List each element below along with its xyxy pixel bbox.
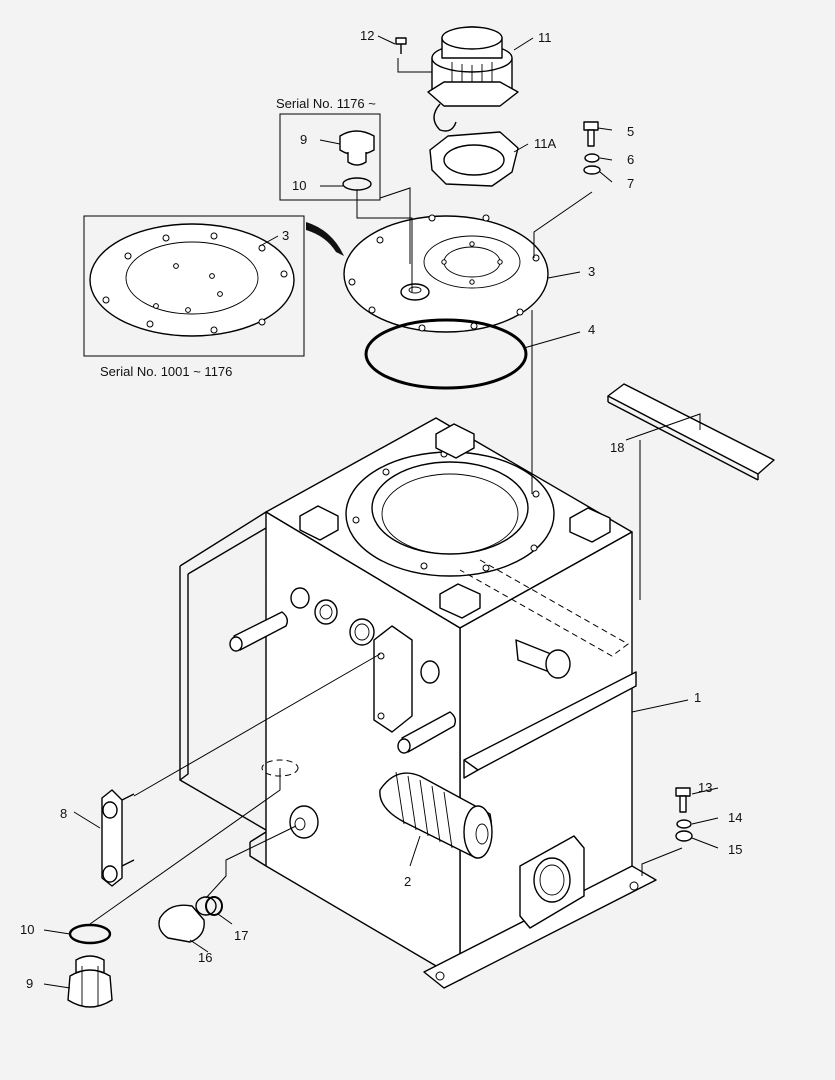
pointer-arrow-icon (306, 222, 344, 256)
sight-gauge-part-8 (101, 789, 135, 887)
breather-cap-part-11 (427, 26, 519, 132)
callout-4: 4 (588, 322, 595, 337)
gasket-part-11a (429, 131, 519, 187)
callout-12: 12 (360, 28, 374, 43)
inset-serial-1001-1176 (83, 215, 305, 357)
callout-8: 8 (60, 806, 67, 821)
callout-11a: 11A (534, 136, 556, 151)
o-ring-part-10-inset (342, 177, 372, 191)
callout-13: 13 (698, 780, 712, 795)
bolt-washer-set-13-14-15 (675, 787, 693, 842)
plug-part-9 (67, 955, 113, 1008)
bolt-washer-set-5-6-7 (583, 121, 601, 175)
o-ring-part-4 (364, 318, 528, 390)
inset-serial-1176 (279, 113, 381, 201)
bolt-part-12 (395, 37, 407, 54)
callout-10-inset: 10 (292, 178, 306, 193)
o-ring-part-17 (205, 896, 223, 916)
callout-3: 3 (588, 264, 595, 279)
callout-6: 6 (627, 152, 634, 167)
callout-17: 17 (234, 928, 248, 943)
plug-part-16 (158, 896, 217, 943)
callout-7: 7 (627, 176, 634, 191)
serial-caption-top: Serial No. 1176 ~ (276, 96, 376, 111)
cover-plate-part-3 (343, 214, 549, 333)
filter-part-2 (379, 771, 493, 859)
plug-part-9-inset (339, 130, 375, 166)
callout-2: 2 (404, 874, 411, 889)
callout-18: 18 (610, 440, 624, 455)
callout-16: 16 (198, 950, 212, 965)
callout-3-inset: 3 (282, 228, 289, 243)
callout-14: 14 (728, 810, 742, 825)
callout-9-inset: 9 (300, 132, 307, 147)
callout-5: 5 (627, 124, 634, 139)
serial-caption-bottom: Serial No. 1001 ~ 1176 (100, 364, 232, 379)
leader-lines (43, 35, 719, 989)
callout-9: 9 (26, 976, 33, 991)
tank-body-part-1 (179, 417, 657, 989)
bar-part-18 (607, 383, 775, 481)
callout-15: 15 (728, 842, 742, 857)
callout-10: 10 (20, 922, 34, 937)
callout-11: 11 (538, 30, 552, 45)
callout-1: 1 (694, 690, 701, 705)
o-ring-part-10 (68, 923, 112, 945)
